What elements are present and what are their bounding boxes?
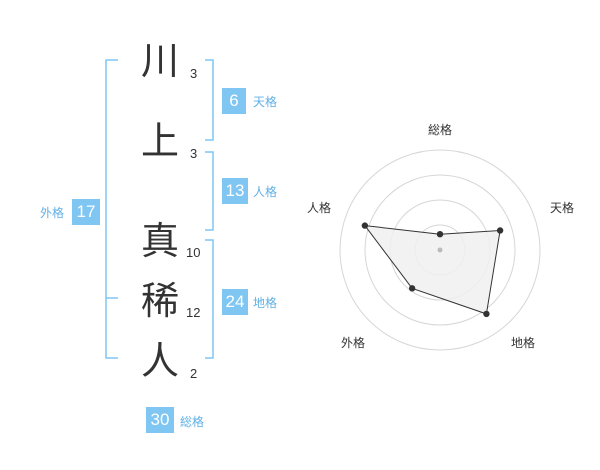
- stroke-count-5: 2: [190, 366, 198, 381]
- radar-point-1: [496, 227, 504, 234]
- radar-ring: [339, 149, 541, 351]
- radar-axis-label-jinkaku: 人格: [307, 201, 332, 215]
- radar-point-4: [361, 222, 369, 229]
- radar-points: [361, 222, 504, 318]
- radar-point-3: [408, 285, 416, 292]
- stroke-count-1: 3: [190, 66, 198, 81]
- tenkaku-bracket: [205, 59, 214, 141]
- soukaku-label: 総格: [180, 415, 205, 429]
- tenkaku-label: 天格: [253, 95, 278, 109]
- gaikaku-bracket: [105, 59, 118, 359]
- radar-point-2: [483, 310, 490, 318]
- soukaku-badge: 30: [146, 407, 174, 433]
- name-char-3: 真: [140, 219, 179, 263]
- jinkaku-badge: 13: [222, 178, 248, 204]
- jinkaku-bracket: [205, 151, 214, 231]
- jinkaku-label: 人格: [253, 185, 278, 199]
- chikaku-label: 地格: [253, 296, 278, 310]
- radar-center-dot: [437, 247, 443, 253]
- radar-axis-label-tenkaku: 天格: [550, 201, 575, 215]
- stroke-count-3: 10: [186, 245, 201, 260]
- gaikaku-label: 外格: [40, 206, 65, 220]
- name-char-1: 川: [140, 39, 179, 83]
- gaikaku-badge: 17: [72, 199, 100, 225]
- name-char-4: 稀: [140, 279, 179, 323]
- tenkaku-badge: 6: [222, 88, 246, 114]
- radar-point-0: [436, 231, 444, 238]
- stroke-count-4: 12: [186, 305, 201, 320]
- radar-area: [363, 224, 501, 315]
- radar-ring: [364, 174, 516, 326]
- chikaku-bracket: [205, 239, 214, 359]
- chikaku-badge: 24: [222, 289, 248, 315]
- radar-axis-label-soukaku: 総格: [428, 123, 453, 137]
- radar-axis-label-chikaku: 地格: [511, 336, 536, 350]
- name-char-5: 人: [140, 339, 179, 383]
- stroke-count-2: 3: [190, 146, 198, 161]
- radar-axis-label-gaikaku: 外格: [341, 336, 366, 350]
- name-char-2: 上: [140, 119, 179, 163]
